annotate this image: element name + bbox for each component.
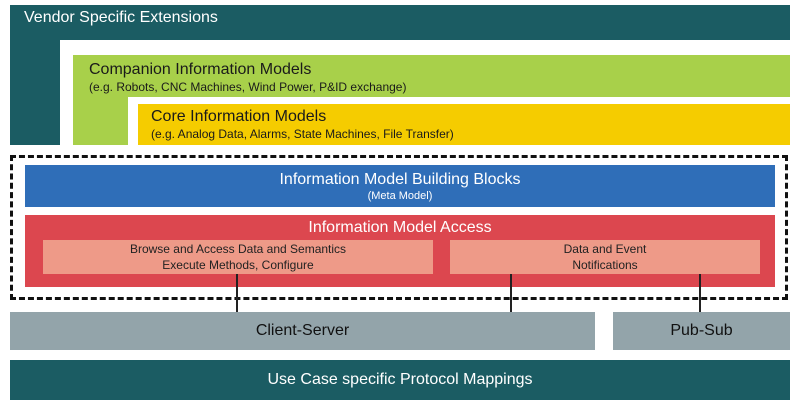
building-blocks-block: Information Model Building Blocks (Meta … <box>25 165 775 207</box>
browse-access-line2: Execute Methods, Configure <box>162 258 314 272</box>
protocol-mappings-block: Use Case specific Protocol Mappings <box>10 360 790 400</box>
model-access-title: Information Model Access <box>308 219 492 236</box>
client-server-label: Client-Server <box>255 322 350 339</box>
event-notifications-line1: Data and Event <box>563 242 647 256</box>
browse-access-box: Browse and Access Data and Semantics Exe… <box>43 240 433 274</box>
protocol-mappings-title: Use Case specific Protocol Mappings <box>267 371 533 388</box>
core-models-subtitle: (e.g. Analog Data, Alarms, State Machine… <box>151 127 454 141</box>
building-blocks-title: Information Model Building Blocks <box>279 171 521 188</box>
event-notifications-box: Data and Event Notifications <box>450 240 760 274</box>
event-notifications-line2: Notifications <box>572 258 638 272</box>
companion-models-subtitle: (e.g. Robots, CNC Machines, Wind Power, … <box>89 80 407 94</box>
meta-model-boundary <box>10 155 788 300</box>
building-blocks-subtitle: (Meta Model) <box>367 190 433 202</box>
core-models-block: Core Information Models (e.g. Analog Dat… <box>138 104 790 145</box>
vendor-extensions-title: Vendor Specific Extensions <box>24 9 218 26</box>
companion-models-title: Companion Information Models <box>89 61 312 78</box>
browse-access-line1: Browse and Access Data and Semantics <box>129 242 347 256</box>
connector-events-to-pub-sub <box>699 274 701 312</box>
pub-sub-block: Pub-Sub <box>613 312 790 350</box>
core-models-title: Core Information Models <box>151 108 327 125</box>
connector-events-to-client-server <box>510 274 512 312</box>
connector-browse-to-client-server <box>236 274 238 312</box>
client-server-block: Client-Server <box>10 312 595 350</box>
pub-sub-label: Pub-Sub <box>670 322 733 339</box>
